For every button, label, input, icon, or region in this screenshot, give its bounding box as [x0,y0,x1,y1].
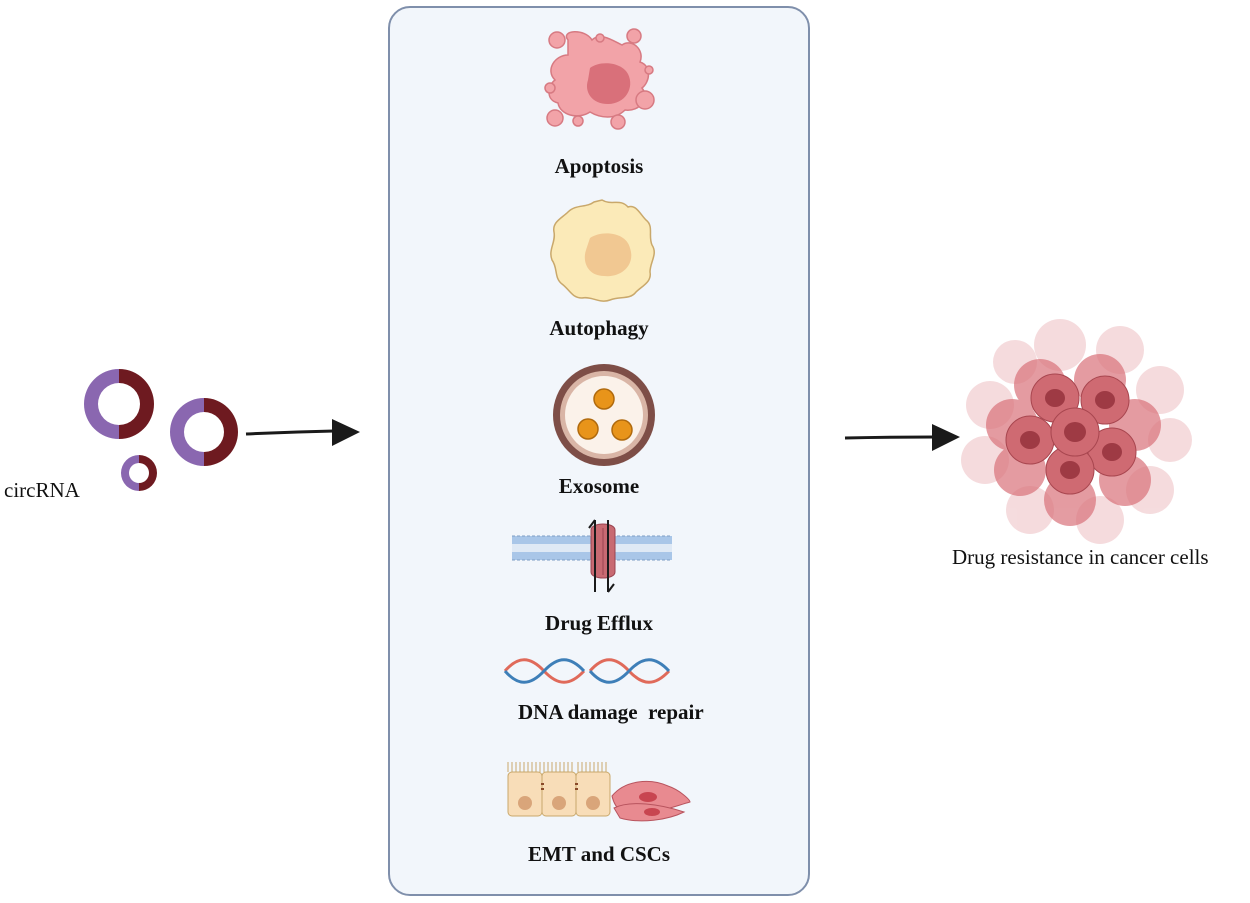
autophagy-label: Autophagy [549,316,649,340]
apoptosis-label: Apoptosis [554,154,644,178]
drug-resistance-label: Drug resistance in cancer cells [952,545,1209,569]
circrna-ring-small [121,455,157,491]
circrna-ring-medium [170,398,238,466]
arrow-to-outcome [844,424,960,451]
dna-repair-label: DNA damage repair [518,700,704,724]
exosome-label: Exosome [558,474,640,498]
emt-cscs-label: EMT and CSCs [528,842,670,866]
arrow-to-mechanisms [245,419,360,446]
drug-efflux-label: Drug Efflux [545,611,653,635]
circrna-ring-large [84,369,154,439]
circrna-label: circRNA [4,478,80,502]
